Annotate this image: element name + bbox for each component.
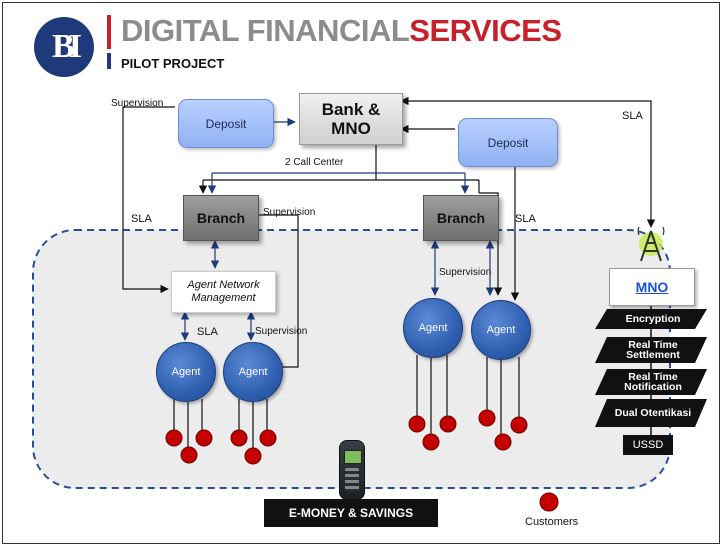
- bank-mno-sla-line: [400, 96, 656, 228]
- bank-mno-label: Bank & MNO: [321, 100, 381, 138]
- customer-dot: [165, 429, 183, 447]
- agent-node: Agent: [403, 298, 463, 358]
- feature-stack: [595, 309, 707, 427]
- agent-network-management-label: Agent Network Management: [187, 279, 260, 304]
- customer-dot: [439, 415, 457, 433]
- sla-top-right-label: SLA: [622, 110, 643, 122]
- feature-real-time-notification: Real Time Notification: [624, 371, 682, 393]
- sla-right-label: SLA: [515, 213, 536, 225]
- customer-dots: [165, 409, 559, 512]
- supervision-branch-label: Supervision: [263, 207, 316, 218]
- title-accent-bar: [107, 15, 111, 49]
- feature-real-time-settlement: Real Time Settlement: [626, 339, 680, 361]
- mno-node[interactable]: MNO: [609, 268, 695, 306]
- feature-dual-otentikasi: Dual Otentikasi: [614, 407, 692, 419]
- customer-dot: [510, 416, 528, 434]
- branch-left-node: Branch: [183, 195, 259, 241]
- supervision-left-line: [122, 106, 175, 294]
- page-subtitle: PILOT PROJECT: [121, 56, 225, 71]
- supervision-agent-label: Supervision: [255, 326, 308, 337]
- customer-dot: [244, 447, 262, 465]
- emoney-savings-label: E-MONEY & SAVINGS: [264, 499, 438, 527]
- customer-dot: [408, 415, 426, 433]
- call-center-label: 2 Call Center: [285, 157, 344, 168]
- customer-dot: [259, 429, 277, 447]
- supervision-right-label: Supervision: [439, 267, 492, 278]
- sla-left-label: SLA: [131, 213, 152, 225]
- agent-node: Agent: [223, 342, 283, 402]
- feature-encryption: Encryption: [625, 313, 681, 325]
- subtitle-accent-bar: [107, 53, 111, 69]
- agent-legs: [173, 355, 520, 449]
- cell-tower-icon: [637, 226, 665, 262]
- title-part1: DIGITAL FINANCIAL: [121, 13, 410, 48]
- page-title: DIGITAL FINANCIALSERVICES: [121, 13, 562, 49]
- customer-legend-dot: [539, 492, 559, 512]
- deposit-left-node: Deposit: [178, 99, 274, 148]
- customer-dot: [422, 433, 440, 451]
- agent-network-management-node: Agent Network Management: [171, 271, 276, 313]
- deposit-right-node: Deposit: [458, 118, 558, 167]
- customers-legend-label: Customers: [525, 516, 579, 528]
- mobile-phone-icon: [339, 440, 365, 500]
- customer-dot: [195, 429, 213, 447]
- title-part2: SERVICES: [409, 13, 562, 48]
- bank-indonesia-logo: BI: [34, 17, 94, 77]
- ussd-label: USSD: [623, 435, 673, 455]
- customer-dot: [494, 433, 512, 451]
- agent-node: Agent: [156, 342, 216, 402]
- supervision-top-label: Supervision: [111, 98, 164, 109]
- bank-mno-node: Bank & MNO: [299, 93, 403, 145]
- customer-dot: [478, 409, 496, 427]
- customer-dot: [180, 446, 198, 464]
- agent-node: Agent: [471, 300, 531, 360]
- sla-agent-label: SLA: [197, 326, 218, 338]
- branch-right-node: Branch: [423, 195, 499, 241]
- customer-dot: [230, 429, 248, 447]
